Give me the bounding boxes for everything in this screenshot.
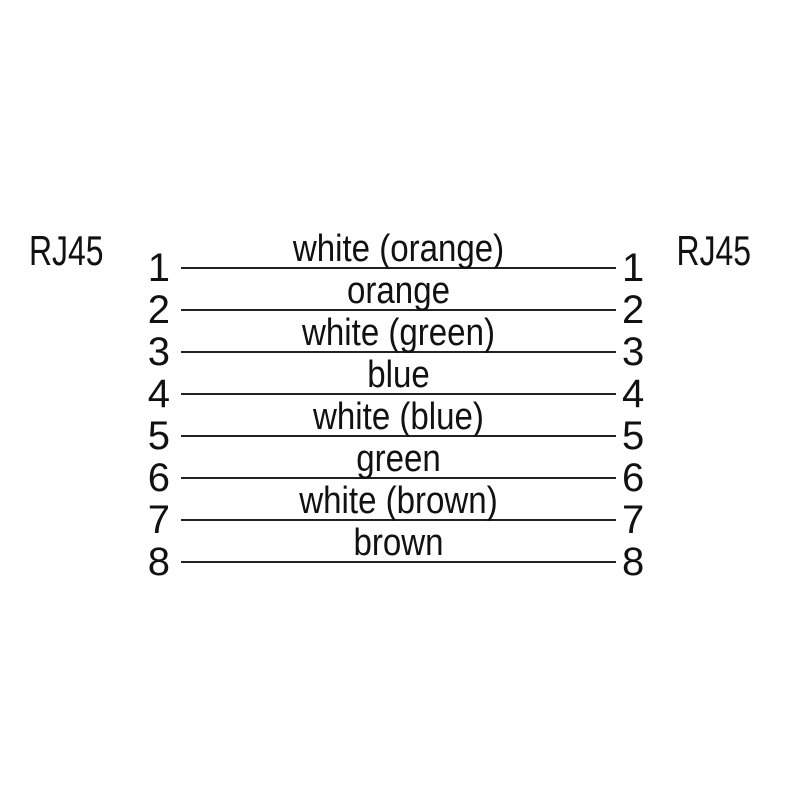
pin-number-right: 8 (622, 540, 645, 584)
wire-line (181, 519, 616, 521)
wire-color-label: blue (367, 354, 430, 396)
connector-label-right: RJ45 (676, 227, 751, 274)
pin-number-right: 6 (622, 456, 645, 500)
wire-color-label: white (brown) (299, 480, 498, 522)
pin-number-right: 4 (622, 372, 645, 416)
wire-color-label: green (356, 438, 441, 480)
pin-number-left: 1 (147, 246, 170, 290)
connector-label-left: RJ45 (29, 227, 104, 274)
pin-number-left: 5 (147, 414, 170, 458)
pin-number-right: 7 (622, 498, 645, 542)
wire-line (181, 267, 616, 269)
pin-number-left: 8 (147, 540, 170, 584)
wire-color-label: white (green) (302, 312, 495, 354)
wire-color-label: brown (353, 522, 444, 564)
pin-number-right: 5 (622, 414, 645, 458)
wire-line (181, 477, 616, 479)
wire-color-label: white (blue) (313, 396, 484, 438)
pin-number-right: 3 (622, 330, 645, 374)
pin-number-left: 2 (147, 288, 170, 332)
wire-color-label: white (orange) (292, 228, 505, 270)
pin-number-right: 1 (622, 246, 645, 290)
wire-line (181, 309, 616, 311)
wire-line (181, 393, 616, 395)
pin-number-right: 2 (622, 288, 645, 332)
pin-number-left: 7 (147, 498, 170, 542)
pin-number-left: 3 (147, 330, 170, 374)
wire-line (181, 435, 616, 437)
pin-number-left: 6 (147, 456, 170, 500)
pin-number-left: 4 (147, 372, 170, 416)
wire-color-label: orange (347, 270, 450, 312)
wire-line (181, 561, 616, 563)
wire-line (181, 351, 616, 353)
